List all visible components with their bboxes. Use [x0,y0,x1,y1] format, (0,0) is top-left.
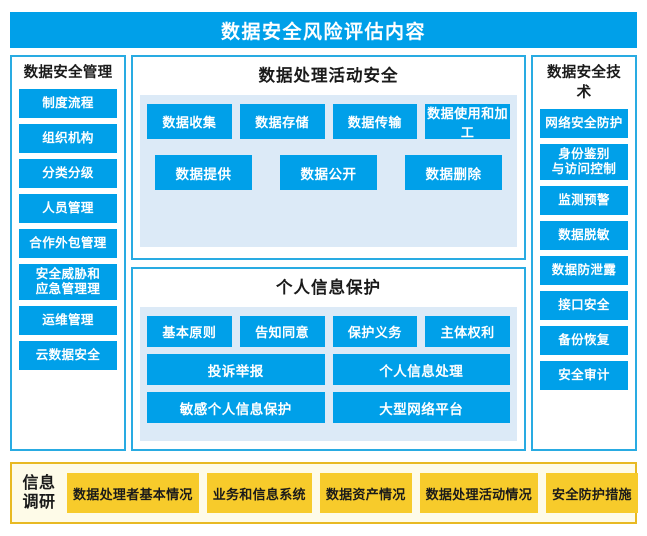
privacy-chip-r2-2[interactable]: 个人信息处理 [332,354,510,385]
privacy-chip-r1-3[interactable]: 保护义务 [332,316,418,347]
survey-chip-1[interactable]: 数据处理者基本情况 [67,473,199,513]
activity-row-2: 数据提供数据公开数据删除 [147,155,510,190]
privacy-chip-r1-4[interactable]: 主体权利 [425,316,510,347]
panel-data-processing-activity-security: 数据处理活动安全 数据收集数据存储数据传输数据使用和加工 数据提供数据公开数据删… [131,55,526,260]
panel-data-security-management: 数据安全管理 制度流程组织机构分类分级人员管理合作外包管理安全威胁和 应急管理理… [10,55,126,451]
list-data-security-management: 制度流程组织机构分类分级人员管理合作外包管理安全威胁和 应急管理理运维管理云数据… [19,89,117,370]
panel-personal-information-protection: 个人信息保护 基本原则告知同意保护义务主体权利 投诉举报个人信息处理 敏感个人信… [131,267,526,451]
security-technology-item-4[interactable]: 数据脱敏 [540,221,628,250]
activity-chip-r1-4[interactable]: 数据使用和加工 [425,104,510,140]
privacy-row-1: 基本原则告知同意保护义务主体权利 [147,316,510,347]
activity-row-1: 数据收集数据存储数据传输数据使用和加工 [147,104,510,140]
privacy-chip-r3-1[interactable]: 敏感个人信息保护 [147,392,325,423]
security-management-item-5[interactable]: 合作外包管理 [19,229,117,258]
security-management-item-2[interactable]: 组织机构 [19,124,117,153]
survey-chip-4[interactable]: 数据处理活动情况 [419,473,539,513]
security-technology-item-8[interactable]: 安全审计 [540,361,628,390]
security-management-item-3[interactable]: 分类分级 [19,159,117,188]
page-title-banner: 数据安全风险评估内容 [10,12,637,48]
security-management-item-7[interactable]: 运维管理 [19,306,117,335]
page-title: 数据安全风险评估内容 [220,21,426,43]
security-management-item-6[interactable]: 安全威胁和 应急管理理 [19,264,117,300]
panel-title-data-security-management: 数据安全管理 [23,65,113,81]
panel-data-security-technology: 数据安全技术 网络安全防护身份鉴别 与访问控制监测预警数据脱敏数据防泄露接口安全… [531,55,637,451]
panel-title-personal-information-protection: 个人信息保护 [276,279,381,297]
activity-chip-r1-2[interactable]: 数据存储 [239,104,325,139]
activity-chip-r2-3[interactable]: 数据删除 [405,155,502,190]
list-data-security-technology: 网络安全防护身份鉴别 与访问控制监测预警数据脱敏数据防泄露接口安全备份恢复安全审… [540,109,628,390]
privacy-chip-r2-1[interactable]: 投诉举报 [147,354,325,385]
security-management-item-8[interactable]: 云数据安全 [19,341,117,370]
security-technology-item-5[interactable]: 数据防泄露 [540,256,628,285]
survey-chip-2[interactable]: 业务和信息系统 [206,473,312,513]
survey-bar-label: 信息 调研 [22,475,56,511]
privacy-row-3: 敏感个人信息保护大型网络平台 [147,392,510,423]
security-management-item-1[interactable]: 制度流程 [19,89,117,118]
activity-chip-r2-1[interactable]: 数据提供 [155,155,252,190]
panel-title-data-security-technology: 数据安全技术 [547,65,621,101]
security-management-item-4[interactable]: 人员管理 [19,194,117,223]
security-technology-item-2[interactable]: 身份鉴别 与访问控制 [540,144,628,180]
privacy-chip-r1-1[interactable]: 基本原则 [147,316,232,347]
security-technology-item-1[interactable]: 网络安全防护 [540,109,628,138]
security-technology-item-6[interactable]: 接口安全 [540,291,628,320]
privacy-row-2: 投诉举报个人信息处理 [147,354,510,385]
survey-item-list: 数据处理者基本情况业务和信息系统数据资产情况数据处理活动情况安全防护措施 [67,473,638,513]
privacy-chip-r1-2[interactable]: 告知同意 [239,316,325,347]
activity-chip-r1-1[interactable]: 数据收集 [147,104,232,139]
privacy-chip-r3-2[interactable]: 大型网络平台 [332,392,510,423]
privacy-inner-area: 基本原则告知同意保护义务主体权利 投诉举报个人信息处理 敏感个人信息保护大型网络… [140,307,517,441]
activity-inner-area: 数据收集数据存储数据传输数据使用和加工 数据提供数据公开数据删除 [140,95,517,247]
survey-bar: 信息 调研 数据处理者基本情况业务和信息系统数据资产情况数据处理活动情况安全防护… [10,462,638,524]
survey-chip-3[interactable]: 数据资产情况 [319,473,412,513]
activity-chip-r2-2[interactable]: 数据公开 [280,155,377,190]
security-technology-item-7[interactable]: 备份恢复 [540,326,628,355]
activity-chip-r1-3[interactable]: 数据传输 [332,104,418,139]
security-technology-item-3[interactable]: 监测预警 [540,186,628,215]
survey-chip-5[interactable]: 安全防护措施 [546,473,638,513]
panel-title-data-processing-activity-security: 数据处理活动安全 [258,67,399,85]
